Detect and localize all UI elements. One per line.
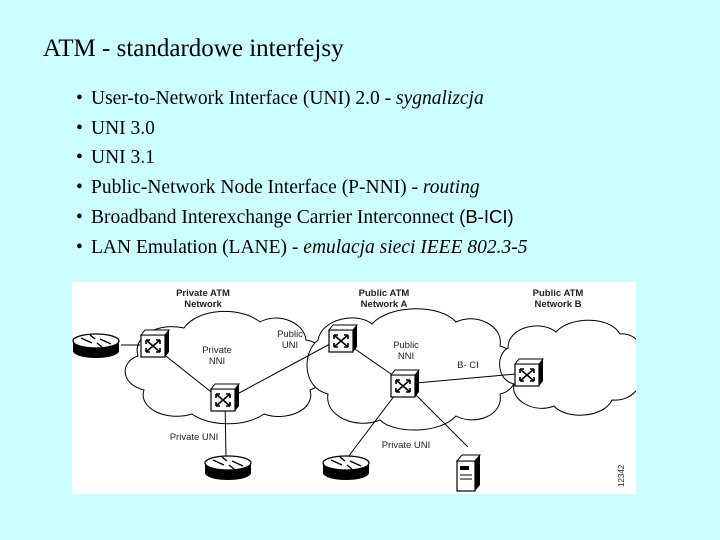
- diagram-svg: Private ATM Network Public ATM Network A…: [72, 288, 636, 492]
- bullet-marker: •: [76, 176, 83, 198]
- private-uni-label-left: Private UNI: [170, 432, 219, 443]
- atm-switch-icon: [210, 383, 240, 412]
- cloud-title-private: Private ATM: [176, 288, 230, 299]
- bullet-item: • UNI 3.0: [76, 114, 527, 144]
- bullet-marker: •: [76, 207, 83, 229]
- private-nni-label: Private: [202, 345, 232, 356]
- bullet-italic: emulacja sieci IEEE 802.3-5: [303, 236, 528, 258]
- atm-switch-icon: [514, 358, 544, 387]
- bullet-marker: •: [76, 236, 83, 258]
- cloud-title-public-b-sub: Network B: [535, 299, 582, 310]
- bullet-marker: •: [76, 117, 83, 139]
- private-nni-label-2: NNI: [209, 356, 225, 367]
- private-atm-cloud: [124, 310, 328, 425]
- atm-network-diagram: Private ATM Network Public ATM Network A…: [72, 282, 636, 494]
- atm-switch-icon: [390, 369, 420, 398]
- slide-title: ATM - standardowe interfejsy: [43, 35, 344, 62]
- bullet-item: • Broadband Interexchange Carrier Interco…: [76, 202, 527, 233]
- bullet-item: • Public-Network Node Interface (P-NNI) -…: [76, 173, 527, 203]
- public-nni-label-2: NNI: [398, 351, 414, 362]
- bullet-italic: routing: [422, 176, 480, 198]
- bullet-text: User-to-Network Interface (UNI) 2.0 -: [91, 88, 396, 109]
- figure-number: 12342: [617, 464, 626, 487]
- public-atm-network-a-cloud: [306, 308, 518, 431]
- public-nni-label: Public: [393, 340, 419, 351]
- bullet-text: UNI 3.0: [91, 117, 155, 139]
- bullet-italic: sygnalizcja: [395, 88, 484, 109]
- bullet-text: Public-Network Node Interface (P-NNI) -: [91, 176, 423, 198]
- cloud-title-public-b: Public ATM: [533, 288, 584, 299]
- bullet-text: Broadband Interexchange Carrier Intercon…: [91, 207, 460, 229]
- router-icon: [322, 455, 370, 481]
- atm-switch-icon: [328, 324, 358, 353]
- bullet-list: • User-to-Network Interface (UNI) 2.0 - s…: [76, 84, 527, 263]
- bici-label: B- CI: [457, 360, 479, 371]
- bullet-sans: (B-ICI): [459, 206, 514, 228]
- bullet-marker: •: [76, 88, 83, 109]
- public-uni-label-2: UNI: [282, 340, 298, 351]
- cloud-title-public-a: Public ATM: [359, 288, 410, 299]
- bullet-item: • User-to-Network Interface (UNI) 2.0 - s…: [76, 84, 527, 114]
- private-uni-label-right: Private UNI: [382, 440, 431, 451]
- bullet-text: LAN Emulation (LANE) -: [91, 236, 304, 258]
- bullet-text: UNI 3.1: [91, 147, 155, 169]
- atm-switch-icon: [140, 329, 170, 358]
- server-icon: [455, 454, 482, 492]
- bullet-item: • LAN Emulation (LANE) - emulacja sieci I…: [76, 233, 527, 263]
- router-icon: [204, 455, 252, 481]
- public-atm-network-b-cloud: [499, 319, 636, 416]
- bullet-marker: •: [76, 147, 83, 169]
- cloud-title-public-a-sub: Network A: [361, 299, 408, 310]
- bullet-item: • UNI 3.1: [76, 143, 527, 173]
- cloud-title-private-sub: Network: [184, 299, 222, 310]
- public-uni-label: Public: [277, 329, 303, 340]
- router-icon: [72, 333, 120, 359]
